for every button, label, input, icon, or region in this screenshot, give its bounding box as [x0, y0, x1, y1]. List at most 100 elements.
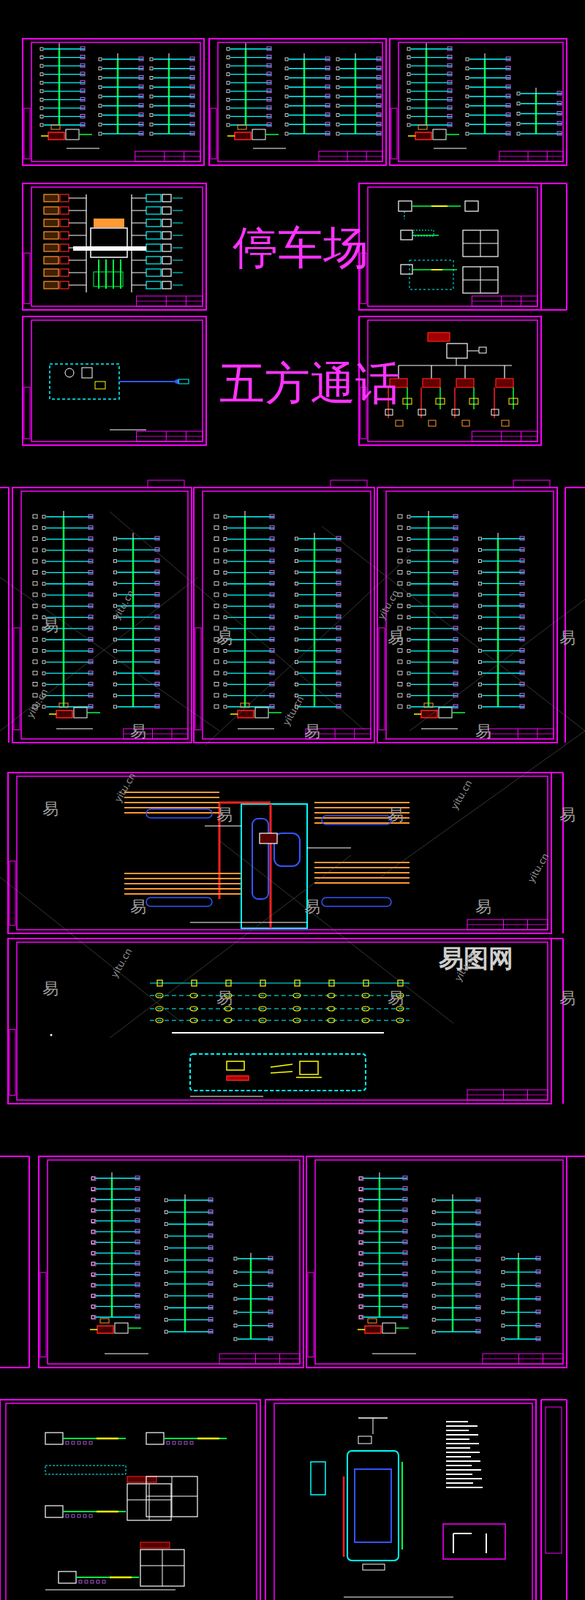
device-box — [190, 94, 195, 98]
floor-line — [168, 1308, 213, 1309]
floor-line — [227, 706, 275, 708]
host-box — [427, 332, 450, 342]
device-box — [268, 1324, 273, 1328]
riser-line — [378, 1178, 381, 1318]
outline-rect — [443, 1524, 506, 1560]
wire-line — [172, 235, 183, 237]
watermark: 易 — [216, 630, 233, 647]
floor-mark — [223, 515, 227, 519]
device-box — [453, 593, 458, 597]
floor-line — [481, 672, 525, 674]
drawing-frame — [22, 316, 207, 446]
outline-rect — [45, 1466, 126, 1475]
outline-rect — [95, 381, 106, 390]
floor-line — [168, 1224, 213, 1225]
floor-mark — [42, 571, 46, 575]
device-box — [402, 1304, 408, 1309]
floor-line — [410, 672, 458, 674]
floor-line — [46, 527, 93, 529]
floor-line — [298, 628, 341, 629]
floor-line — [505, 1325, 541, 1327]
device-box — [453, 671, 458, 675]
floor-mark — [164, 1270, 168, 1274]
device-box — [506, 113, 511, 117]
device-box — [208, 1330, 213, 1334]
floor-line — [481, 583, 525, 585]
floor-mark — [234, 1284, 237, 1288]
wire-line — [162, 1550, 164, 1587]
floor-mark — [149, 122, 153, 126]
wire-line — [426, 43, 428, 49]
floor-mark — [432, 1319, 436, 1323]
outline-rect — [157, 980, 163, 987]
device-box — [155, 660, 160, 664]
wire-line — [73, 246, 147, 251]
wire-line — [551, 938, 564, 940]
outline-rect — [32, 537, 38, 542]
outline-rect — [274, 1404, 533, 1600]
floor-line — [288, 105, 330, 107]
floor-mark — [113, 537, 117, 541]
lamp-symbol — [293, 1006, 301, 1012]
lamp-symbol — [327, 993, 335, 999]
device-box — [402, 1187, 408, 1192]
equipment-box — [382, 1323, 396, 1334]
floor-mark — [113, 672, 117, 675]
wire-line — [171, 1032, 384, 1034]
lamp-symbol — [258, 1018, 267, 1024]
device-box — [325, 103, 330, 108]
outline-rect — [397, 671, 403, 675]
outline-rect — [214, 649, 219, 654]
floor-line — [46, 661, 93, 663]
floor-mark — [432, 1246, 436, 1250]
wire-line — [149, 1484, 150, 1521]
floor-line — [153, 133, 195, 134]
floor-mark — [407, 56, 411, 60]
side-strip — [378, 628, 385, 731]
device-box — [453, 649, 458, 654]
equipment-box — [364, 1326, 381, 1334]
floor-mark — [223, 593, 227, 597]
outline-rect — [84, 1580, 88, 1584]
device-box — [268, 1297, 273, 1301]
device-box — [506, 84, 511, 89]
outline-rect — [81, 367, 93, 379]
wire-line — [456, 358, 458, 366]
device-box — [376, 131, 381, 136]
outline-rect — [359, 1230, 364, 1235]
floor-line — [153, 95, 195, 97]
floor-mark — [226, 89, 230, 93]
floor-line — [435, 1199, 481, 1201]
inner-frame — [386, 491, 554, 740]
floor-line — [481, 594, 525, 596]
floor-mark — [294, 682, 298, 686]
floor-mark — [223, 694, 227, 698]
outline-rect — [91, 1273, 96, 1277]
outline-rect — [91, 1251, 96, 1256]
outline-rect — [166, 1442, 170, 1445]
floor-line — [298, 650, 341, 652]
floor-line — [43, 73, 85, 75]
device-box — [336, 660, 341, 664]
floor-line — [410, 107, 452, 109]
floor-mark — [501, 1257, 505, 1261]
floor-line — [410, 572, 458, 574]
floor-line — [46, 549, 93, 551]
outline-rect — [184, 1442, 188, 1445]
floor-mark — [223, 672, 227, 675]
device-box — [268, 1270, 273, 1274]
wire-line — [172, 223, 183, 224]
device-box — [376, 57, 381, 61]
outline-rect — [32, 525, 38, 530]
side-strip — [210, 108, 217, 159]
device-box — [453, 637, 458, 642]
floor-mark — [407, 661, 411, 664]
outline-rect — [89, 1442, 93, 1445]
device-box — [208, 1222, 213, 1227]
floor-mark — [149, 76, 153, 80]
equipment-box — [252, 129, 266, 140]
outline-rect — [513, 480, 550, 488]
wire-line — [130, 194, 132, 293]
floor-line — [410, 65, 452, 66]
device-box — [269, 693, 275, 698]
